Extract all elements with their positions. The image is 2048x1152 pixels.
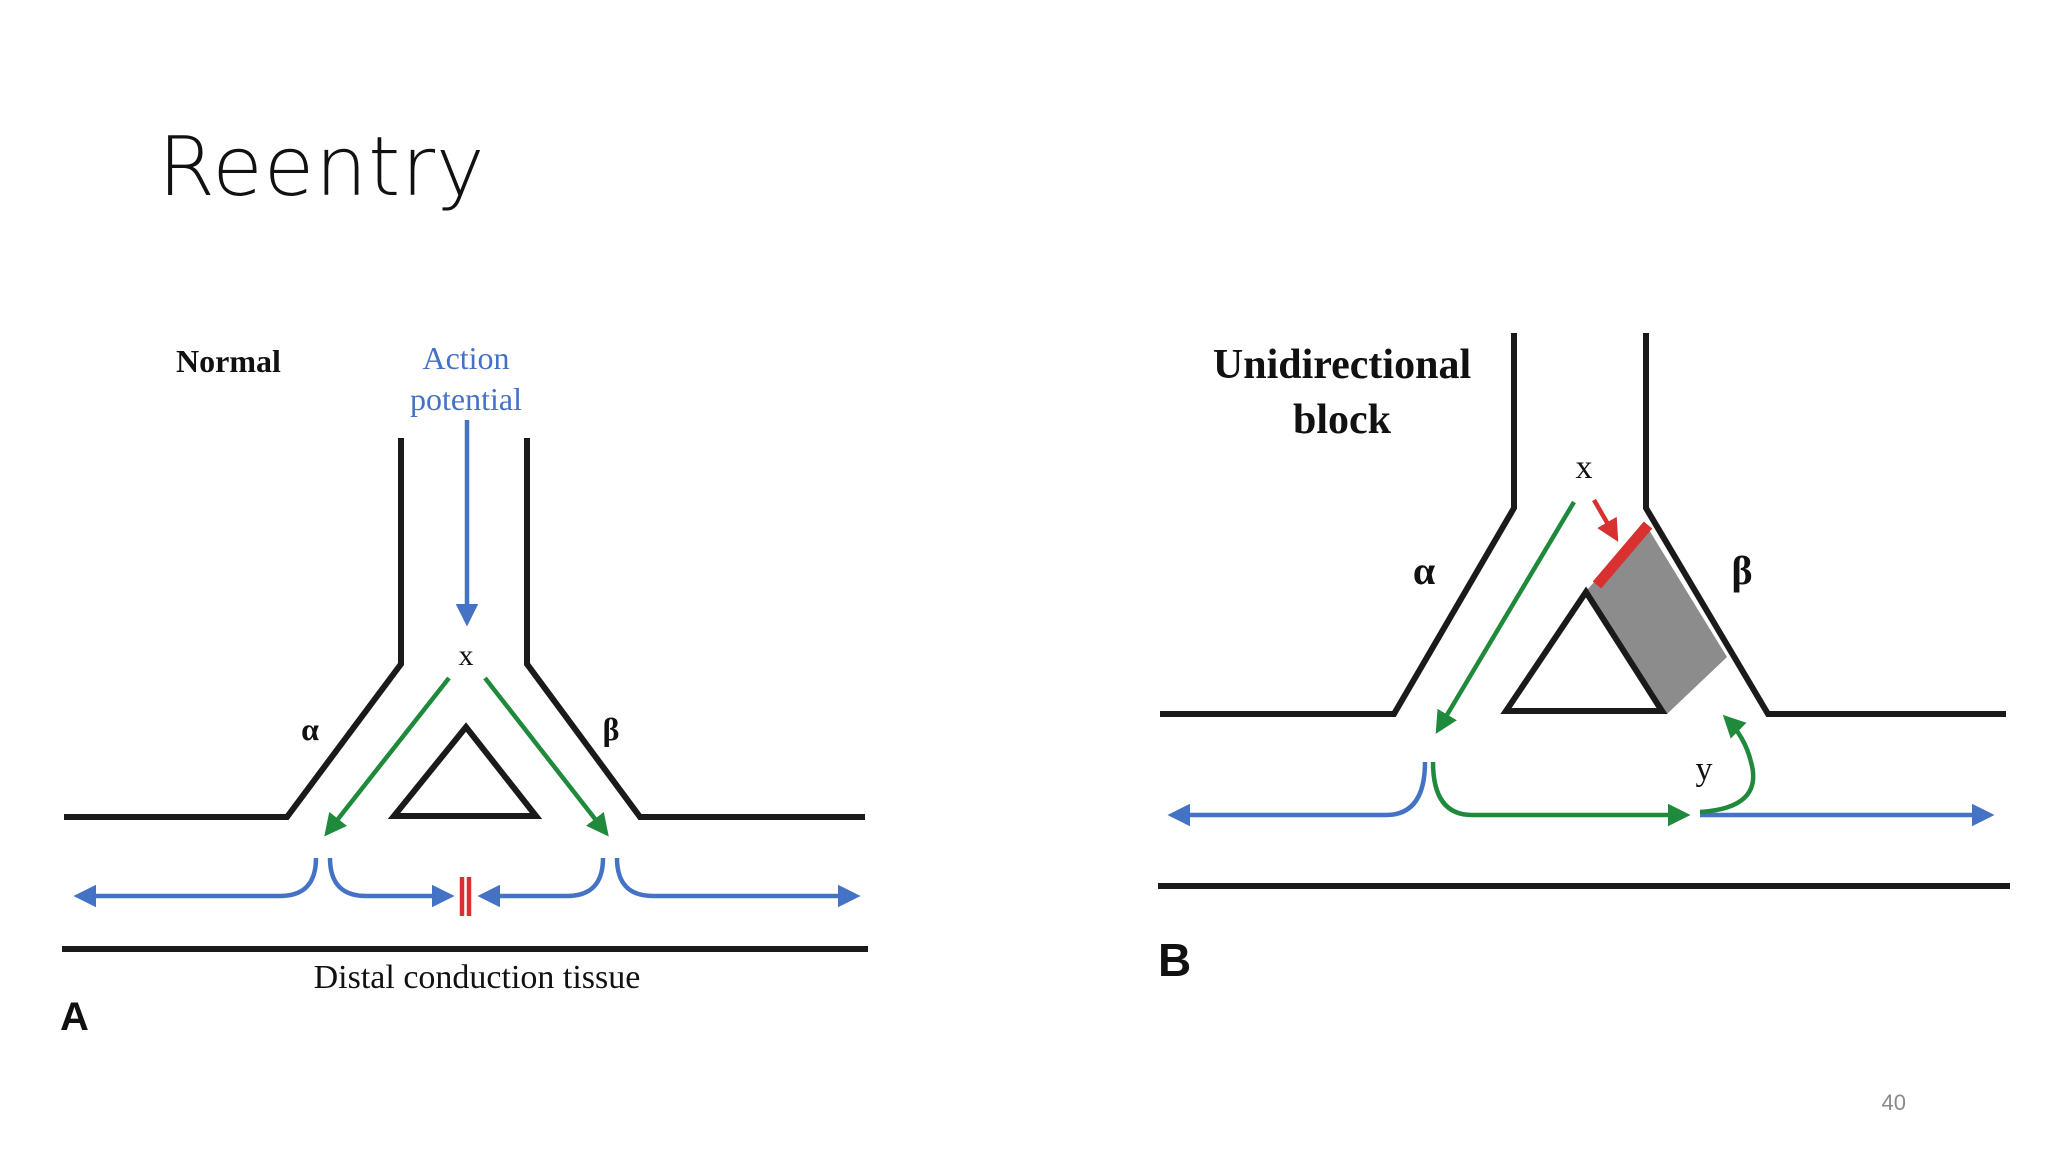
panel-b-beta-label: β — [1731, 548, 1752, 593]
panel-b-block-bar — [1592, 521, 1653, 589]
panel-a-beta-green-arrow — [483, 676, 609, 837]
panel-b-point-x: x — [1576, 449, 1593, 486]
panel-b-alpha-green-arrow — [1435, 500, 1576, 734]
panel-a-alpha-green-arrow — [324, 676, 451, 837]
panel-a-ap-label-line2: potential — [410, 381, 522, 417]
panel-b-bottom-green-arrow — [1430, 761, 1691, 827]
panel-a-alpha-label: α — [301, 711, 319, 747]
panel-b-left-outward-arrow — [1167, 761, 1428, 827]
panel-a-left-inward-arrow — [327, 857, 455, 908]
panel-a-beta-label: β — [603, 711, 620, 747]
panel-a-bottom-label: Distal conduction tissue — [314, 959, 641, 996]
panel-b-central-triangle — [1500, 586, 1668, 714]
panel-b-heading-line1: Unidirectional — [1213, 342, 1471, 388]
panel-a-point-x: x — [459, 639, 474, 672]
page-number: 40 — [1881, 1090, 1906, 1115]
panel-a-central-triangle — [387, 722, 543, 819]
panel-b-point-y: y — [1696, 751, 1713, 788]
panel-a-ap-label-line1: Action — [422, 340, 509, 376]
panel-a-heading: Normal — [176, 343, 281, 379]
panel-b-alpha-label: α — [1413, 548, 1435, 593]
panel-a: Normal Action potential x α β Distal con… — [60, 340, 868, 1039]
panel-b-block-region — [1586, 525, 1727, 714]
panel-a-right-wall — [524, 438, 865, 820]
panel-b-heading-line2: block — [1293, 397, 1392, 443]
panel-b-block-arrow — [1592, 498, 1619, 542]
panel-a-letter: A — [60, 995, 89, 1039]
panel-a-left-wall — [64, 438, 404, 820]
panel-a-left-outward-arrow — [73, 857, 319, 908]
slide-title: Reentry — [158, 120, 486, 215]
panel-a-right-outward-arrow — [614, 857, 861, 908]
panel-b: Unidirectional block x y α β B — [1158, 333, 2010, 986]
panel-b-retrograde-green-arrow — [1699, 714, 1756, 815]
panel-b-right-wall — [1643, 333, 2006, 717]
panel-b-left-wall — [1160, 333, 1517, 717]
panel-a-right-inward-arrow — [477, 857, 606, 908]
panel-b-letter: B — [1158, 934, 1191, 986]
